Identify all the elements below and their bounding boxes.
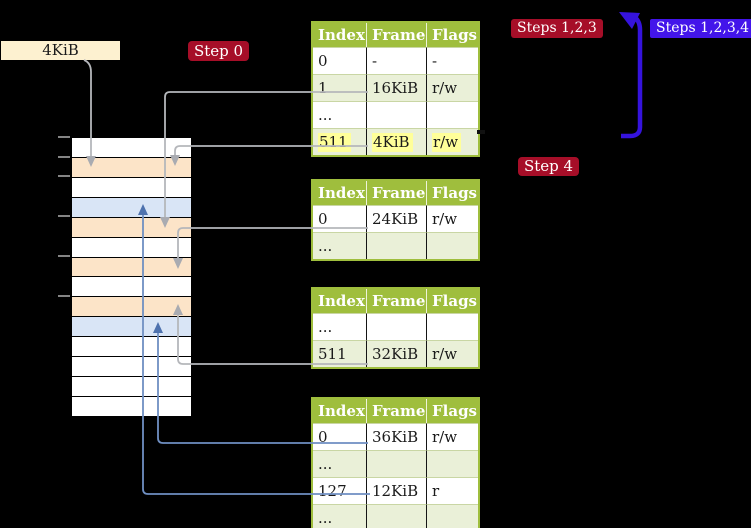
page-table-4: Index Frame Flags 0 36KiB r/w ... 127 12… [311, 397, 480, 528]
column-header-index: Index [313, 23, 367, 47]
flags-cell: r/w [427, 74, 478, 101]
table-row: 127 12KiB r [313, 477, 478, 504]
steps-1-2-3-badge: Steps 1,2,3 [511, 19, 603, 38]
frame-cell: 36KiB [367, 423, 427, 450]
table-row: 0 - - [313, 47, 478, 74]
frame-cell: 4KiB [367, 128, 427, 155]
column-header-index: Index [313, 399, 367, 423]
table-row: 0 36KiB r/w [313, 423, 478, 450]
index-cell: ... [313, 101, 367, 128]
flags-cell [427, 504, 478, 528]
step-4-badge: Step 4 [518, 157, 580, 176]
memory-row [72, 276, 191, 297]
column-header-flags: Flags [427, 181, 478, 205]
memory-column [71, 137, 192, 417]
table-header-row: Index Frame Flags [313, 289, 478, 313]
flags-cell [427, 450, 478, 477]
table-row: ... [313, 101, 478, 128]
highlighted-value: 4KiB [372, 133, 413, 152]
highlighted-value: 511 [318, 133, 351, 152]
frame-cell: 16KiB [367, 74, 427, 101]
step-0-badge: Step 0 [188, 41, 250, 61]
table-row: 0 24KiB r/w [313, 205, 478, 232]
highlighted-value: r/w [432, 133, 462, 152]
table-row: ... [313, 450, 478, 477]
table-row-highlighted: 511 4KiB r/w [313, 128, 478, 155]
frame-cell: - [367, 47, 427, 74]
flags-cell [427, 232, 478, 259]
steps-loop-arrow [619, 12, 643, 139]
index-cell: ... [313, 313, 367, 340]
table-header-row: Index Frame Flags [313, 23, 478, 47]
index-cell: ... [313, 232, 367, 259]
memory-row [72, 138, 191, 157]
memory-row [72, 196, 191, 217]
frame-size-label: 4KiB [1, 41, 120, 60]
frame-cell [367, 232, 427, 259]
frame-cell: 12KiB [367, 477, 427, 504]
column-header-flags: Flags [427, 289, 478, 313]
index-cell: 511 [313, 128, 367, 155]
flags-cell: r/w [427, 340, 478, 367]
memory-row [72, 316, 191, 337]
memory-row [72, 176, 191, 197]
flags-cell: r [427, 477, 478, 504]
index-cell: 1 [313, 74, 367, 101]
page-table-3: Index Frame Flags ... 511 32KiB r/w [311, 287, 480, 369]
column-header-frame: Frame [367, 289, 427, 313]
column-header-flags: Flags [427, 399, 478, 423]
frame-cell [367, 504, 427, 528]
index-cell: 511 [313, 340, 367, 367]
column-header-frame: Frame [367, 23, 427, 47]
column-header-index: Index [313, 289, 367, 313]
frame-cell: 24KiB [367, 205, 427, 232]
column-header-flags: Flags [427, 23, 478, 47]
table-header-row: Index Frame Flags [313, 181, 478, 205]
index-cell: 127 [313, 477, 367, 504]
index-cell: 0 [313, 205, 367, 232]
memory-row [72, 296, 191, 317]
flags-cell: r/w [427, 128, 478, 155]
table-header-row: Index Frame Flags [313, 399, 478, 423]
index-cell: 0 [313, 423, 367, 450]
frame-cell [367, 101, 427, 128]
frame-cell [367, 450, 427, 477]
column-header-index: Index [313, 181, 367, 205]
table-row: ... [313, 313, 478, 340]
memory-row [72, 236, 191, 257]
flags-cell: r/w [427, 205, 478, 232]
column-header-frame: Frame [367, 181, 427, 205]
frame-cell: 32KiB [367, 340, 427, 367]
column-header-frame: Frame [367, 399, 427, 423]
steps-1-2-3-4-badge: Steps 1,2,3,4 [650, 19, 751, 38]
memory-row [72, 376, 191, 396]
flags-cell [427, 101, 478, 128]
memory-row [72, 395, 191, 416]
flags-cell: - [427, 47, 478, 74]
page-table-1: Index Frame Flags 0 - - 1 16KiB r/w ... … [311, 21, 480, 157]
index-cell: ... [313, 450, 367, 477]
memory-row [72, 336, 191, 357]
index-cell: ... [313, 504, 367, 528]
flags-cell [427, 313, 478, 340]
memory-row [72, 256, 191, 277]
table-row: 1 16KiB r/w [313, 74, 478, 101]
memory-tick-marks [58, 136, 70, 297]
table-row: ... [313, 504, 478, 528]
frame-cell [367, 313, 427, 340]
flags-cell: r/w [427, 423, 478, 450]
table-row: 511 32KiB r/w [313, 340, 478, 367]
memory-row [72, 356, 191, 377]
memory-row [72, 216, 191, 237]
page-table-2: Index Frame Flags 0 24KiB r/w ... [311, 179, 480, 261]
table-row: ... [313, 232, 478, 259]
index-cell: 0 [313, 47, 367, 74]
memory-row [72, 156, 191, 177]
